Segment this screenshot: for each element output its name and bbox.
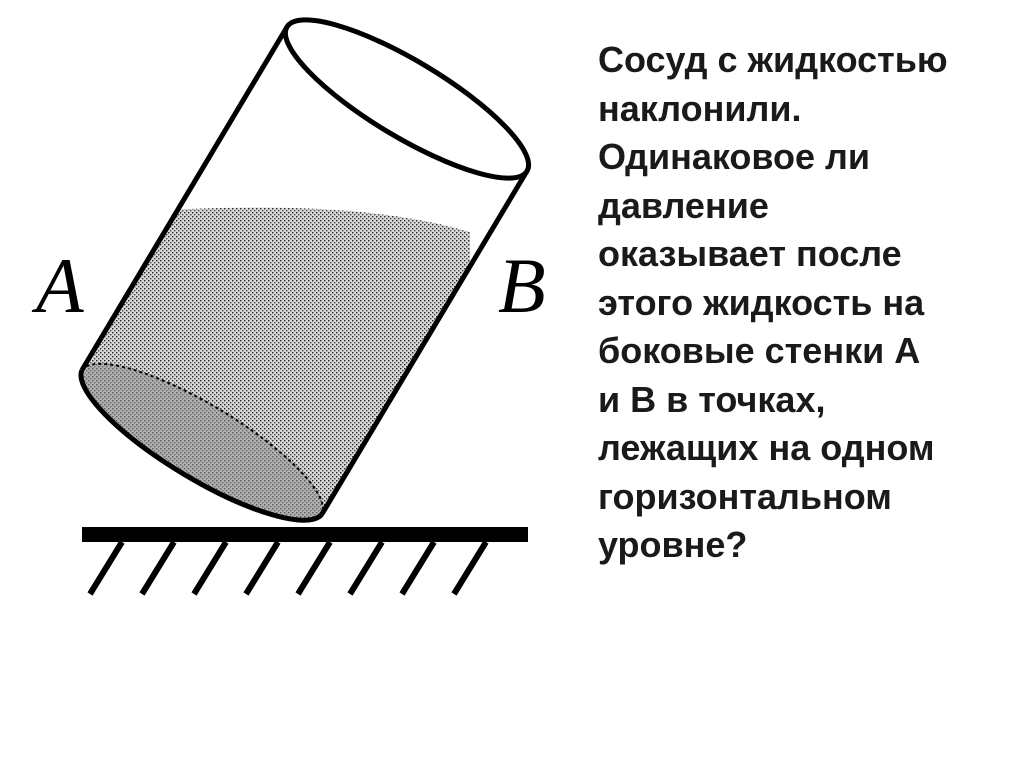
wall-label-a: A (31, 242, 84, 329)
wall-label-b: B (498, 242, 546, 329)
question-line: горизонтальном (598, 475, 892, 517)
question-line: оказывает после (598, 233, 902, 274)
question-line: и В в точках, (598, 378, 826, 420)
question-line: наклонили. (598, 87, 802, 129)
vessel (78, 17, 532, 523)
question-line: Одинаковое ли (598, 136, 871, 177)
question-line: боковые стенки А (598, 330, 921, 371)
vessel-rim (282, 17, 532, 181)
question-line: Сосуд с жидкостью (598, 39, 948, 80)
question-line: этого жидкость на (598, 281, 925, 323)
question-text: Сосуд с жидкостью наклонили. Одинаковое ли… (598, 36, 1008, 570)
vessel-bottom (78, 368, 325, 523)
ground-surface (82, 527, 528, 596)
question-line: уровне? (598, 524, 748, 565)
tilted-vessel-illustration: A B (31, 17, 546, 596)
question-line: давление (598, 184, 769, 226)
question-line: лежащих на одном (598, 427, 935, 468)
